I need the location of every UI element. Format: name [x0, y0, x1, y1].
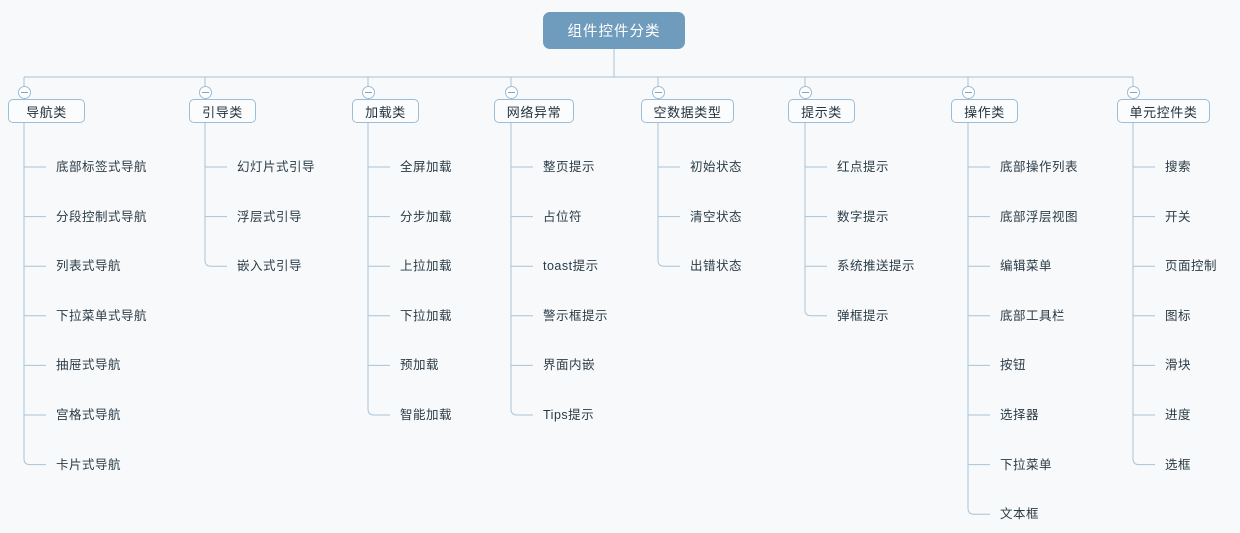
leaf-node-label[interactable]: 滑块: [1165, 358, 1192, 373]
leaf-node-label[interactable]: 上拉加载: [400, 259, 453, 274]
leaf-node-label[interactable]: 选择器: [1000, 408, 1040, 422]
leaf-node-label[interactable]: 下拉菜单式导航: [56, 308, 148, 323]
leaf-node-label[interactable]: 清空状态: [690, 209, 743, 224]
minus-circle-icon[interactable]: [1126, 86, 1140, 99]
category-node-label: 网络异常: [506, 104, 562, 120]
leaf-node-label[interactable]: 底部工具栏: [1000, 308, 1066, 323]
leaf-node-label[interactable]: 警示框提示: [543, 308, 609, 323]
leaf-node-label[interactable]: 宫格式导航: [56, 408, 122, 422]
minus-circle-icon[interactable]: [361, 86, 375, 99]
leaf-node-label[interactable]: 底部浮层视图: [1000, 209, 1079, 224]
leaf-node-label[interactable]: 底部操作列表: [1000, 160, 1079, 174]
leaf-node-label[interactable]: 选框: [1165, 457, 1192, 472]
category-node-label: 导航类: [26, 104, 67, 120]
minus-circle-icon[interactable]: [651, 86, 665, 99]
leaf-node-label[interactable]: 浮层式引导: [237, 209, 303, 224]
leaf-node-label[interactable]: 出错状态: [690, 259, 743, 274]
category-node-label: 操作类: [964, 104, 1005, 120]
leaf-node-label[interactable]: 图标: [1165, 308, 1192, 323]
leaf-node-label[interactable]: 底部标签式导航: [56, 160, 148, 174]
leaf-node-label[interactable]: 红点提示: [837, 160, 890, 174]
leaf-node-label[interactable]: 开关: [1165, 209, 1192, 224]
minus-circle-icon[interactable]: [798, 86, 812, 99]
leaf-node-label[interactable]: 下拉菜单: [1000, 457, 1053, 472]
leaf-node-label[interactable]: toast提示: [543, 259, 599, 274]
leaf-node-label[interactable]: 进度: [1165, 408, 1192, 422]
category-node-label: 空数据类型: [653, 104, 722, 120]
leaf-node-label[interactable]: 界面内嵌: [543, 358, 596, 373]
leaf-node-label[interactable]: 弹框提示: [837, 308, 890, 323]
leaf-node-label[interactable]: 列表式导航: [56, 259, 122, 274]
root-node-label: 组件控件分类: [567, 24, 661, 40]
category-node-label: 引导类: [202, 104, 243, 120]
category-node-6[interactable]: 提示类: [788, 99, 855, 123]
leaf-node-label[interactable]: 数字提示: [837, 209, 890, 224]
category-node-1[interactable]: 导航类: [8, 99, 85, 123]
leaf-node-label[interactable]: 智能加载: [400, 408, 453, 422]
leaf-node-label[interactable]: 编辑菜单: [1000, 259, 1053, 274]
leaf-node-label[interactable]: 页面控制: [1165, 259, 1218, 274]
leaf-node-label[interactable]: 初始状态: [690, 160, 743, 174]
category-node-7[interactable]: 操作类: [951, 99, 1018, 123]
minus-circle-icon[interactable]: [198, 86, 212, 99]
leaf-node-label[interactable]: 全屏加载: [400, 160, 453, 174]
leaf-node-label[interactable]: 预加载: [400, 358, 440, 373]
category-node-label: 单元控件类: [1129, 104, 1198, 120]
minus-circle-icon[interactable]: [504, 86, 518, 99]
leaf-node-label[interactable]: 按钮: [1000, 358, 1027, 373]
leaf-node-label[interactable]: 系统推送提示: [837, 259, 916, 274]
leaf-node-label[interactable]: 占位符: [543, 209, 583, 224]
leaf-node-label[interactable]: 搜索: [1165, 160, 1192, 174]
leaf-node-label[interactable]: 分步加载: [400, 209, 453, 224]
leaf-node-label[interactable]: 下拉加载: [400, 308, 453, 323]
leaf-node-label[interactable]: 分段控制式导航: [56, 209, 148, 224]
leaf-node-label[interactable]: 抽屉式导航: [56, 358, 122, 373]
category-node-5[interactable]: 空数据类型: [641, 99, 734, 123]
leaf-node-label[interactable]: Tips提示: [543, 408, 595, 422]
category-node-label: 提示类: [801, 104, 842, 120]
leaf-node-label[interactable]: 幻灯片式引导: [237, 160, 316, 174]
minus-circle-icon[interactable]: [17, 86, 31, 99]
category-node-4[interactable]: 网络异常: [494, 99, 574, 123]
leaf-node-label[interactable]: 文本框: [1000, 507, 1040, 522]
category-node-8[interactable]: 单元控件类: [1117, 99, 1210, 123]
category-node-label: 加载类: [365, 104, 406, 120]
category-node-2[interactable]: 引导类: [189, 99, 256, 123]
root-node[interactable]: 组件控件分类: [543, 12, 685, 49]
leaf-node-label[interactable]: 卡片式导航: [56, 457, 122, 472]
category-node-3[interactable]: 加载类: [352, 99, 419, 123]
leaf-node-label[interactable]: 整页提示: [543, 160, 596, 174]
leaf-node-label[interactable]: 嵌入式引导: [237, 259, 303, 274]
minus-circle-icon[interactable]: [961, 86, 975, 99]
